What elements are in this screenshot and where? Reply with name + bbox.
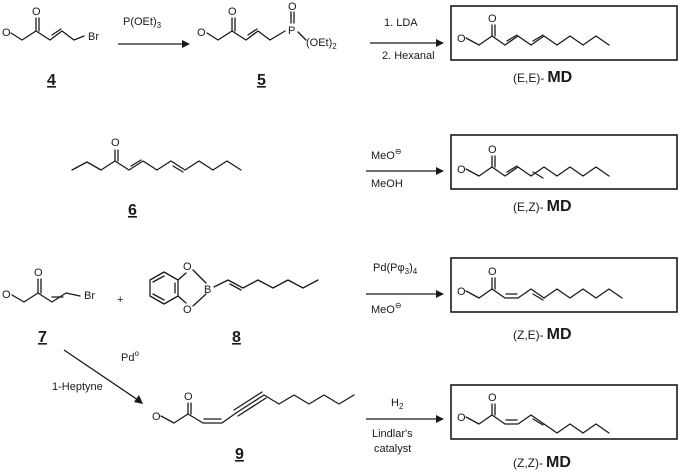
- oxygen-label: O: [457, 412, 466, 424]
- oxygen-label: O: [288, 1, 297, 13]
- oxygen-label: O: [457, 33, 466, 45]
- product-box-ee: [450, 5, 678, 61]
- ze-md-structure: O O: [457, 266, 623, 301]
- diethoxy-label: (OEt)2: [306, 37, 337, 51]
- arrow-head: [436, 415, 444, 423]
- oxygen-label: O: [183, 261, 192, 273]
- oxygen-label: O: [457, 164, 466, 176]
- oxygen-label: O: [183, 304, 192, 316]
- reagent-pd-catalyst: Pd(Pφ3)4: [373, 262, 418, 276]
- product-label-ee: (E,E)-MD: [513, 69, 572, 86]
- reagent-methanol: MeOH: [371, 178, 403, 190]
- reagent-hydrogen: H2: [391, 397, 404, 411]
- oxygen-label: O: [111, 137, 120, 149]
- compound-number-9: 9: [235, 446, 244, 463]
- oxygen-label: O: [457, 286, 466, 298]
- reagent-triethyl-phosphite: P(OEt)3: [123, 16, 162, 30]
- oxygen-label: O: [228, 6, 237, 18]
- oxygen-label: O: [488, 144, 497, 156]
- zz-md-structure: O O: [457, 392, 610, 434]
- product-label-zz: (Z,Z)-MD: [513, 454, 571, 471]
- arrow-head: [436, 167, 444, 175]
- compound-number-7: 7: [38, 329, 47, 346]
- oxygen-label: O: [488, 13, 497, 25]
- reagent-lda: 1. LDA: [384, 17, 418, 29]
- oxygen-label: O: [2, 27, 11, 39]
- bromine-label: Br: [88, 31, 99, 43]
- compound-4-structure: O O Br: [2, 6, 99, 43]
- compound-9-structure: O O: [152, 391, 355, 424]
- compound-number-6: 6: [128, 202, 137, 219]
- product-label-ze: (Z,E)-MD: [513, 326, 572, 343]
- ee-md-structure: O O: [457, 13, 610, 46]
- bromine-label: Br: [84, 290, 95, 302]
- compound-7-structure: O O Br: [2, 267, 95, 303]
- oxygen-label: O: [2, 289, 11, 301]
- compound-5-structure: O O P O (OEt)2: [197, 1, 337, 51]
- product-box-ze: [450, 257, 678, 313]
- compound-number-5: 5: [257, 72, 266, 89]
- product-box-zz: [450, 384, 678, 440]
- reagent-1-heptyne: 1-Heptyne: [52, 381, 103, 393]
- oxygen-label: O: [152, 411, 161, 423]
- product-box-ez: [450, 134, 678, 190]
- compound-number-4: 4: [47, 72, 56, 89]
- oxygen-label: O: [488, 266, 497, 278]
- arrow-head: [182, 40, 190, 48]
- reaction-arrow-diagonal: [63, 349, 139, 401]
- oxygen-label: O: [184, 391, 193, 403]
- oxygen-label: O: [488, 392, 497, 404]
- reagent-methoxide: MeO⊖: [371, 301, 402, 316]
- compound-8-structure: O O B: [149, 261, 319, 316]
- ez-md-structure: O O: [457, 144, 610, 179]
- reagent-catalyst: catalyst: [374, 443, 411, 455]
- reagent-pd0: Pdo: [121, 349, 139, 364]
- phosphorus-label: P: [288, 25, 295, 37]
- boron-label: B: [204, 284, 211, 296]
- plus-sign: +: [117, 294, 123, 306]
- oxygen-label: O: [32, 6, 41, 18]
- product-label-ez: (E,Z)-MD: [513, 198, 572, 215]
- reagent-lindlars: Lindlar's: [372, 428, 413, 440]
- arrow-head: [134, 395, 143, 404]
- reagent-methoxide: MeO⊖: [371, 147, 402, 162]
- compound-number-8: 8: [232, 329, 241, 346]
- reagent-hexanal: 2. Hexanal: [382, 50, 435, 62]
- compound-6-structure: O O: [71, 137, 242, 173]
- oxygen-label: O: [34, 267, 43, 279]
- oxygen-label: O: [197, 27, 206, 39]
- arrow-head: [436, 290, 444, 298]
- arrow-head: [436, 39, 444, 47]
